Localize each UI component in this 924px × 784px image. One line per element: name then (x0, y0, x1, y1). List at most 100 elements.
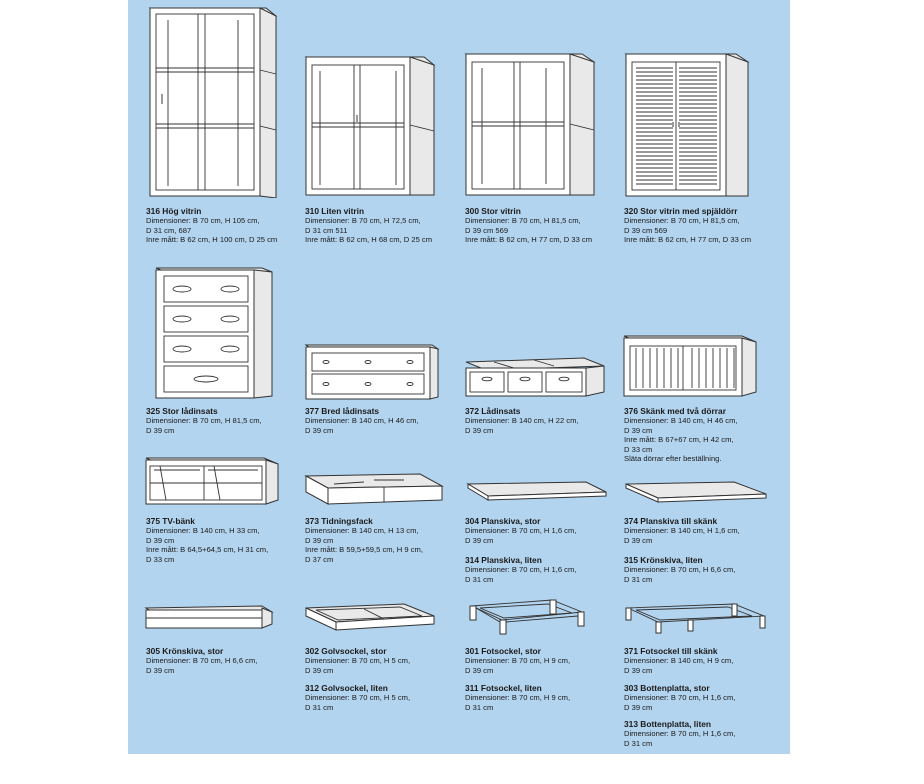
caption-373: 373 Tidningsfack Dimensioner: B 140 cm, … (305, 516, 465, 564)
product-detail: Dimensioner: B 140 cm, H 46 cm, (305, 416, 419, 426)
caption-314: 314 Planskiva, liten Dimensioner: B 70 c… (465, 555, 625, 584)
product-detail: Dimensioner: B 140 cm, H 1,6 cm, (624, 526, 740, 536)
product-title: 301 Fotsockel, stor (465, 646, 541, 656)
product-detail: Dimensioner: B 70 cm, H 1,6 cm, (465, 526, 577, 536)
sideboard-two-doors-illustration (622, 334, 758, 398)
caption-315: 315 Krönskiva, liten Dimensioner: B 70 c… (624, 555, 784, 584)
caption-305: 305 Krönskiva, stor Dimensioner: B 70 cm… (146, 646, 306, 675)
product-detail: Dimensioner: B 140 cm, H 46 cm, (624, 416, 738, 426)
product-detail: Inre mått: B 62 cm, H 77 cm, D 33 cm (624, 235, 752, 245)
product-detail: D 39 cm (624, 535, 653, 545)
product-title: 325 Stor lådinsats (146, 406, 218, 416)
product-detail: D 39 cm (146, 665, 175, 675)
product-detail: Dimensioner: B 140 cm, H 13 cm, (305, 526, 419, 536)
product-title: 373 Tidningsfack (305, 516, 373, 526)
product-detail: D 39 cm (465, 535, 494, 545)
product-detail: D 39 cm 569 (465, 225, 509, 235)
high-vitrine-illustration (148, 6, 278, 198)
caption-371: 371 Fotsockel till skänk Dimensioner: B … (624, 646, 784, 675)
large-crown-board-illustration (144, 604, 274, 630)
product-detail: Dimensioner: B 70 cm, H 81,5 cm, (465, 216, 581, 226)
product-title: 313 Bottenplatta, liten (624, 719, 712, 729)
product-title: 377 Bred lådinsats (305, 406, 380, 416)
caption-300: 300 Stor vitrin Dimensioner: B 70 cm, H … (465, 206, 625, 245)
product-title: 375 TV-bänk (146, 516, 195, 526)
product-detail: Dimensioner: B 70 cm, H 81,5 cm, (146, 416, 262, 426)
large-top-board-illustration (464, 480, 608, 502)
caption-320: 320 Stor vitrin med spjäldörr Dimensione… (624, 206, 784, 245)
product-detail: Dimensioner: B 70 cm, H 1,6 cm, (624, 729, 736, 739)
caption-303: 303 Bottenplatta, stor Dimensioner: B 70… (624, 683, 784, 712)
product-detail: D 33 cm (624, 444, 653, 454)
product-detail: D 39 cm (305, 425, 334, 435)
product-detail: D 39 cm (146, 535, 175, 545)
drawer-insert-illustration (464, 356, 606, 398)
product-title: 376 Skänk med två dörrar (624, 406, 726, 416)
catalog-sheet: 316 Hög vitrin Dimensioner: B 70 cm, H 1… (128, 0, 790, 754)
product-detail: Inre mått: B 62 cm, H 68 cm, D 25 cm (305, 235, 433, 245)
product-detail: D 39 cm (465, 665, 494, 675)
product-detail: D 39 cm (465, 425, 494, 435)
product-detail: Dimensioner: B 70 cm, H 1,6 cm, (465, 565, 577, 575)
product-title: 320 Stor vitrin med spjäldörr (624, 206, 738, 216)
product-title: 302 Golvsockel, stor (305, 646, 387, 656)
magazine-rack-illustration (304, 472, 444, 506)
product-detail: Dimensioner: B 70 cm, H 72,5 cm, (305, 216, 421, 226)
product-detail: D 39 cm (146, 425, 175, 435)
caption-325: 325 Stor lådinsats Dimensioner: B 70 cm,… (146, 406, 306, 435)
caption-372: 372 Lådinsats Dimensioner: B 140 cm, H 2… (465, 406, 625, 435)
caption-316: 316 Hög vitrin Dimensioner: B 70 cm, H 1… (146, 206, 306, 245)
product-detail: Dimensioner: B 70 cm, H 9 cm, (465, 693, 571, 703)
caption-310: 310 Liten vitrin Dimensioner: B 70 cm, H… (305, 206, 465, 245)
product-detail: Dimensioner: B 70 cm, H 1,6 cm, (624, 693, 736, 703)
product-title: 374 Planskiva till skänk (624, 516, 718, 526)
product-detail: Dimensioner: B 70 cm, H 5 cm, (305, 693, 411, 703)
foot-plinth-illustration (464, 596, 588, 636)
caption-377: 377 Bred lådinsats Dimensioner: B 140 cm… (305, 406, 465, 435)
product-title: 311 Fotsockel, liten (465, 683, 542, 693)
product-detail: Dimensioner: B 70 cm, H 5 cm, (305, 656, 411, 666)
product-detail: Släta dörrar efter beställning. (624, 454, 722, 464)
caption-311: 311 Fotsockel, liten Dimensioner: B 70 c… (465, 683, 625, 712)
product-detail: Inre mått: B 62 cm, H 100 cm, D 25 cm (146, 235, 278, 245)
product-detail: Dimensioner: B 140 cm, H 22 cm, (465, 416, 579, 426)
product-detail: Dimensioner: B 140 cm, H 9 cm, (624, 656, 734, 666)
product-detail: Dimensioner: B 70 cm, H 105 cm, (146, 216, 260, 226)
product-detail: D 39 cm (624, 665, 653, 675)
large-vitrine-illustration (464, 52, 596, 197)
product-title: 310 Liten vitrin (305, 206, 365, 216)
product-detail: D 31 cm (465, 702, 494, 712)
sideboard-foot-plinth-illustration (624, 602, 768, 634)
product-title: 315 Krönskiva, liten (624, 555, 703, 565)
caption-302: 302 Golvsockel, stor Dimensioner: B 70 c… (305, 646, 465, 675)
product-title: 314 Planskiva, liten (465, 555, 542, 565)
product-title: 303 Bottenplatta, stor (624, 683, 710, 693)
product-detail: D 39 cm 569 (624, 225, 668, 235)
caption-301: 301 Fotsockel, stor Dimensioner: B 70 cm… (465, 646, 625, 675)
product-detail: D 33 cm (146, 554, 175, 564)
wide-drawer-unit-illustration (304, 343, 440, 401)
product-detail: Dimensioner: B 70 cm, H 81,5 cm, (624, 216, 740, 226)
large-drawer-unit-illustration (154, 264, 274, 400)
product-title: 371 Fotsockel till skänk (624, 646, 718, 656)
caption-312: 312 Golvsockel, liten Dimensioner: B 70 … (305, 683, 465, 712)
product-title: 316 Hög vitrin (146, 206, 202, 216)
small-vitrine-illustration (304, 55, 436, 197)
product-title: 304 Planskiva, stor (465, 516, 541, 526)
product-detail: D 31 cm, 687 (146, 225, 192, 235)
product-detail: Dimensioner: B 70 cm, H 6,6 cm, (624, 565, 736, 575)
product-detail: Dimensioner: B 140 cm, H 33 cm, (146, 526, 260, 536)
sideboard-top-board-illustration (624, 480, 768, 508)
product-detail: D 39 cm (305, 535, 334, 545)
product-title: 305 Krönskiva, stor (146, 646, 224, 656)
product-detail: D 37 cm (305, 554, 334, 564)
product-detail: D 31 cm (305, 702, 334, 712)
floor-plinth-illustration (304, 602, 436, 632)
product-detail: D 31 cm (624, 738, 653, 748)
caption-375: 375 TV-bänk Dimensioner: B 140 cm, H 33 … (146, 516, 306, 564)
product-detail: D 31 cm (624, 574, 653, 584)
louvre-vitrine-illustration (624, 52, 750, 198)
caption-304: 304 Planskiva, stor Dimensioner: B 70 cm… (465, 516, 625, 545)
product-detail: Inre mått: B 59,5+59,5 cm, H 9 cm, (305, 545, 423, 555)
caption-313: 313 Bottenplatta, liten Dimensioner: B 7… (624, 719, 784, 748)
